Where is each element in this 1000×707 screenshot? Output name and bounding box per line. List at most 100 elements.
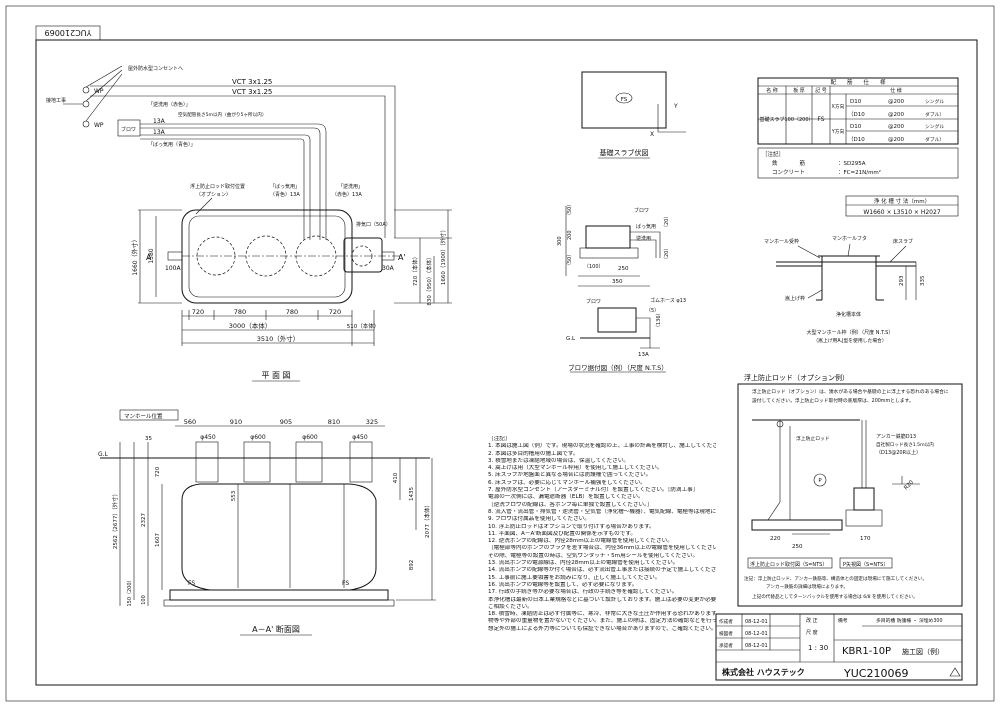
- manhole-icon: [295, 235, 337, 277]
- blower-detail-aeration: ばっ気用: [636, 223, 656, 230]
- section-mark-a: A: [146, 253, 152, 262]
- size-table-value: W1660 × L3510 × H2027: [863, 209, 940, 216]
- note-line: 15. 工事前に施工要領書をお読みになり、正しく施工してください。: [488, 574, 661, 581]
- stamp-label-1: 作成者: [719, 618, 733, 625]
- size-table-header: 浄 化 槽 寸 法（mm）: [874, 197, 930, 205]
- manhole-detail: マンホール受枠 マンホールフタ 床スラブ 嵩上げ枠 浄化槽本体 293 335 …: [764, 235, 926, 344]
- dim-2077: 2077（本体）: [423, 502, 431, 538]
- dim-left-1660: 1660（外寸）: [131, 236, 139, 275]
- cable-2-label: VCT 3x1.25: [232, 88, 272, 96]
- inlet-label: 100A: [165, 265, 181, 272]
- dim-bottom-2: 780: [234, 308, 246, 316]
- dim-bottom-4: 720: [329, 308, 341, 316]
- dim-892: 892: [409, 560, 415, 571]
- note-line: 想定外の施工による外力等についても保証できない場合がありますので、ご確認ください…: [488, 625, 716, 632]
- anchor-dim-170: 170: [860, 536, 871, 542]
- scale-label: 尺 度: [806, 629, 818, 636]
- remarks-label: 備考: [838, 617, 848, 624]
- anchor-r-label: R20: [903, 479, 915, 491]
- bd-dim-7: 350: [612, 279, 623, 285]
- bd-dim-10: （136）: [656, 310, 662, 330]
- slab-col-code: 記 号: [815, 87, 827, 94]
- slab-col-name: 名 称: [766, 87, 778, 94]
- fs-right: FS: [342, 580, 349, 587]
- wp-icon: [82, 86, 90, 94]
- outdoor-outlet-label: 屋外防水型コンセントへ: [128, 65, 183, 72]
- bd-pipe: 13A: [638, 352, 649, 358]
- note-line: 14. 流出ポンプの配線等が付く場合は、必ず流出管工事または接続の予定で施工して…: [488, 567, 716, 574]
- return-tag: 「逆洗用」: [338, 183, 363, 190]
- stamp-date-1: 08-12-01: [745, 619, 768, 625]
- slab-note-1-val: ：SD295A: [838, 161, 866, 167]
- dim-right: 510（本体）: [347, 322, 380, 330]
- warning-triangle-icon: [949, 667, 961, 677]
- return-pipe-label: 「逆洗用（赤色）」: [148, 101, 191, 108]
- note-line: 3. 積雪地または凍結地域の場合は、保温してください。: [488, 457, 630, 464]
- dim-553: 553: [231, 490, 237, 501]
- wp-icon: [82, 100, 90, 108]
- section-view: マンホール位置 G.L 560 910 905 810 325 φ450 φ60…: [98, 409, 436, 636]
- slab-y-dir: Y方向: [831, 128, 845, 135]
- stamp-label-2: 検図者: [719, 630, 733, 637]
- rebar-4-p: @200: [888, 137, 904, 143]
- dim-bottom-3: 780: [286, 308, 298, 316]
- aeration-tag: 「ばっ気用」: [270, 183, 300, 190]
- slab-x-dir: X方向: [832, 103, 845, 110]
- note-line: 6. 床スラブは、必要に応じてマンホール補強をしてください。: [488, 479, 646, 486]
- dim-total: 3510（外寸）: [257, 334, 300, 343]
- notes-title: ［注記］: [488, 436, 511, 442]
- axis-y: Y: [673, 103, 678, 110]
- gl-label: G.L: [98, 451, 109, 458]
- anchor-dim-220: 220: [770, 536, 781, 542]
- title-block: 作成者 08-12-01 検図者 08-12-01 承認者 08-12-01 改…: [715, 613, 963, 681]
- slab-table-header: 配 筋 仕 様: [830, 78, 886, 86]
- drawing-model: KBR1-10P: [842, 646, 891, 657]
- slab-note-2-key: コンクリート: [772, 169, 805, 176]
- return-tag-color: （赤色）13A: [332, 191, 362, 198]
- slab-col-thick: 板 厚: [793, 87, 805, 94]
- note-line: 物等や外部の重量物を置かないでください。また、施工の際は、固定方法の確認などを行…: [488, 618, 716, 625]
- foundation-slab: [169, 589, 389, 601]
- doc-number: YUC210069: [843, 667, 908, 680]
- slab-col-spec: 仕 様: [890, 87, 902, 94]
- anchor-note-3: 上記の代替品としてターンバックルを使用する場合は 6/8 を使用してください。: [752, 593, 918, 600]
- wp-label-2: WP: [94, 122, 104, 129]
- dim-inner: 3000（本体）: [229, 321, 272, 330]
- note-line: 10. 浮上防止ロッドはオプションで取り付けする場合があります。: [488, 523, 655, 530]
- mirror-doc-number: YUC210069: [45, 28, 93, 37]
- slab-note-2-val: ：FC=21N/mm²: [838, 169, 881, 176]
- manhole-4: φ450: [352, 434, 368, 441]
- dim-top-1: 560: [184, 418, 196, 426]
- anchor-note-1: 注記：浮上防止ロッド、アンカー鉄筋等、構造体との固定は現場にて施工してください。: [744, 575, 927, 582]
- dim-top-4: 810: [328, 418, 340, 426]
- dim-right-1660: 1660（1900）（外寸）: [439, 227, 447, 285]
- section-mark-b: A': [398, 253, 406, 262]
- cable-1-label: VCT 3x1.25: [232, 78, 272, 86]
- note-line: 18. 積雪時、凍結防止は必ず付属等に、寒冷、非常に大きな土圧が作用する恐れがあ…: [488, 611, 716, 618]
- anchor-bolt-1: アンカー鉄筋D13: [876, 433, 916, 440]
- slab-rect: [581, 71, 667, 129]
- anchor-cap-1: 浮上防止ロッド取付図（S=NTS）: [750, 561, 827, 568]
- blower-detail-return: 逆洗用: [636, 235, 651, 242]
- note-line: 1. 本図は施工図（例）です。現場の状況を確認の上、工事の計画を検討し、施工して…: [488, 443, 716, 450]
- rebar-3-p: @200: [888, 124, 904, 130]
- bd-dim-1: （50）: [567, 202, 573, 218]
- bd-dim-6: 250: [618, 266, 629, 272]
- anchor-p-mark: P: [818, 478, 822, 484]
- note-line: 16. 流出ポンプの電線等を設置して、必ず必要になります。: [488, 581, 638, 588]
- manhole-3: φ600: [302, 434, 318, 441]
- note-line: 8. 流入管・流出管・排気管・逆洗管・空気管（浄化槽～機器）、電気配線、電極等は…: [488, 508, 716, 515]
- section-view-title: A－A' 断面図: [252, 624, 300, 634]
- rebar-1-d: D10: [850, 99, 862, 105]
- dim-right-720: 720（本体）: [411, 254, 419, 287]
- slab-view-title: 基礎スラブ伏図: [600, 148, 649, 157]
- dim-top-5: 325: [366, 418, 378, 426]
- scale-value: 1 : 30: [808, 644, 828, 652]
- anchor-rod-label: 浮上防止ロッド: [796, 435, 830, 442]
- note-line: 2. 本図は多目的槽用の施工図です。: [488, 450, 579, 457]
- stamp-date-3: 08-12-01: [745, 643, 768, 649]
- tank-section: [181, 483, 377, 591]
- outlet-chamber: [343, 237, 383, 273]
- wp-label-1: WP: [94, 88, 104, 95]
